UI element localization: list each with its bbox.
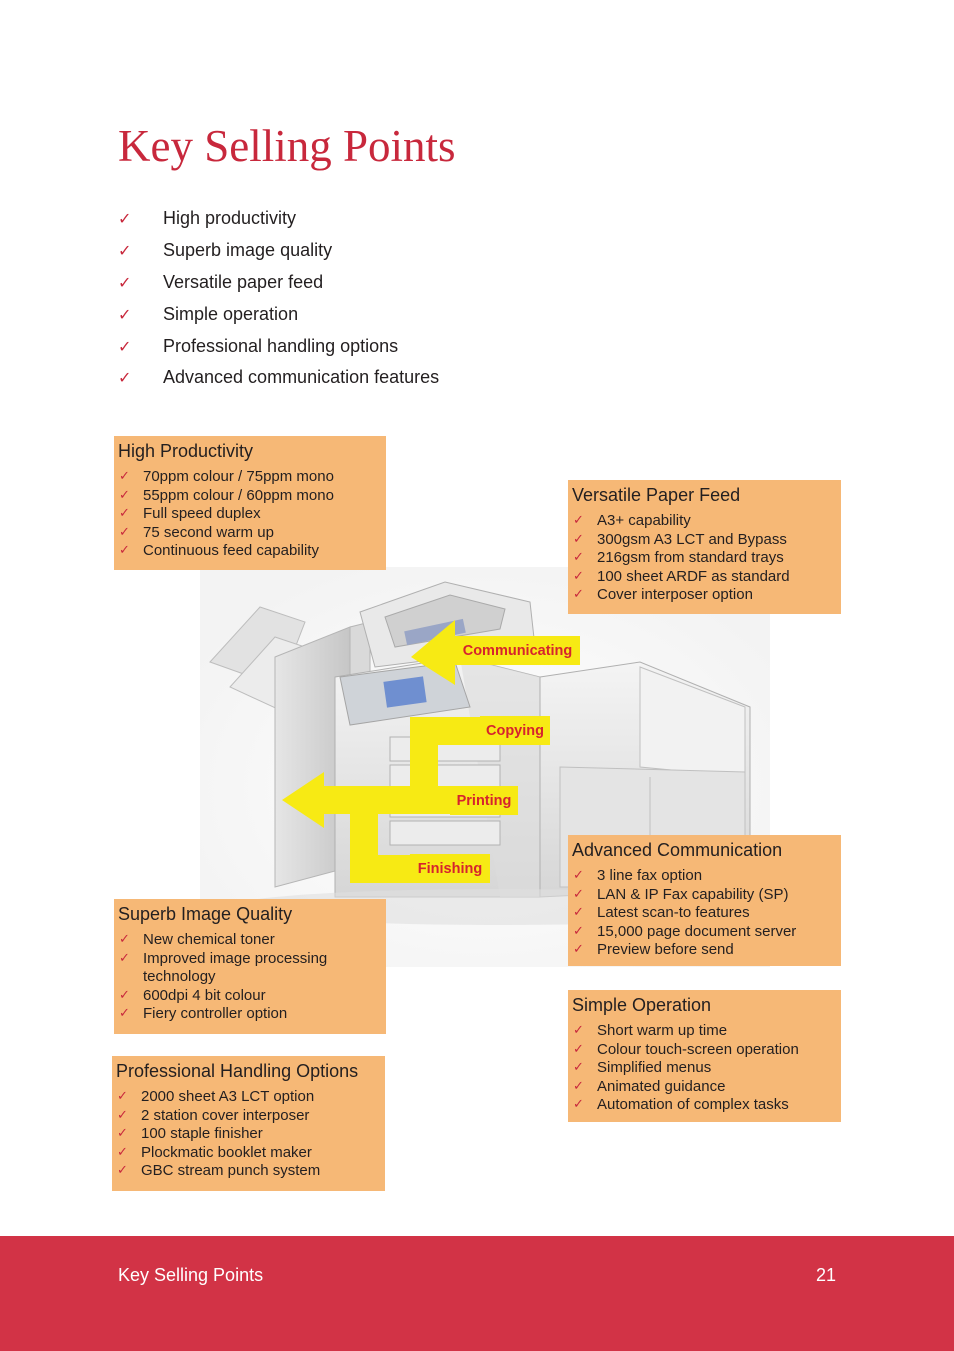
list-item: ✓2 station cover interposer: [117, 1106, 310, 1124]
list-item: ✓2000 sheet A3 LCT option: [117, 1088, 315, 1105]
box-heading: Simple Operation: [572, 995, 712, 1015]
page-title: Key Selling Points: [118, 121, 456, 171]
list-item: ✓Simplified menus: [573, 1059, 712, 1076]
check-icon: ✓: [573, 905, 584, 920]
box-heading: Versatile Paper Feed: [572, 485, 741, 505]
check-icon: ✓: [119, 1006, 130, 1021]
key-point-item: ✓ Professional handling options: [118, 330, 439, 362]
check-icon: ✓: [118, 209, 132, 229]
list-item: ✓New chemical toner: [119, 931, 275, 948]
key-points-list: ✓ High productivity ✓ Superb image quality…: [118, 203, 439, 394]
check-icon: ✓: [117, 1144, 128, 1160]
check-icon: ✓: [119, 487, 130, 503]
check-icon: ✓: [119, 932, 130, 947]
footer-section-label: Key Selling Points: [118, 1265, 264, 1285]
check-icon: ✓: [573, 886, 584, 902]
check-icon: ✓: [573, 587, 584, 602]
check-icon: ✓: [119, 524, 130, 540]
list-item: ✓LAN & IP Fax capability (SP): [573, 885, 789, 903]
list-item: ✓Latest scan-to features: [573, 904, 750, 921]
check-icon: ✓: [119, 506, 130, 521]
printing-label: Printing: [450, 786, 518, 815]
versatile-paper-feed-box: Versatile Paper Feed ✓A3+ capability ✓30…: [568, 480, 841, 614]
professional-handling-box: Professional Handling Options ✓2000 shee…: [112, 1056, 385, 1191]
key-point-item: ✓ Simple operation: [118, 298, 439, 330]
key-point-text: Versatile paper feed: [163, 271, 324, 292]
check-icon: ✓: [573, 1023, 584, 1038]
list-item: ✓70ppm colour / 75ppm mono: [119, 468, 334, 485]
check-icon: ✓: [117, 1126, 128, 1141]
check-icon: ✓: [119, 987, 130, 1003]
high-productivity-box: High Productivity ✓70ppm colour / 75ppm …: [114, 436, 386, 570]
printer-photo: [200, 567, 770, 967]
list-item: ✓15,000 page document server: [573, 922, 797, 940]
list-item: ✓Automation of complex tasks: [573, 1096, 789, 1113]
list-item: ✓Cover interposer option: [573, 586, 753, 603]
list-item: ✓216gsm from standard trays: [573, 549, 784, 566]
check-icon: ✓: [119, 543, 130, 558]
list-item: ✓Colour touch-screen operation: [573, 1040, 799, 1058]
list-item: ✓Short warm up time: [573, 1022, 728, 1039]
key-point-item: ✓ High productivity: [118, 203, 439, 235]
simple-operation-box: Simple Operation ✓Short warm up time ✓Co…: [568, 990, 841, 1122]
check-icon: ✓: [573, 513, 584, 528]
check-icon: ✓: [117, 1163, 128, 1178]
key-point-text: Advanced communication features: [163, 367, 440, 388]
check-icon: ✓: [118, 336, 132, 356]
check-icon: ✓: [118, 241, 132, 261]
check-icon: ✓: [573, 923, 584, 939]
list-item: ✓75 second warm up: [119, 523, 274, 541]
finishing-label: Finishing: [410, 854, 490, 883]
list-item: ✓3 line fax option: [573, 867, 703, 884]
check-icon: ✓: [573, 1060, 584, 1075]
printer-illustration: [200, 567, 770, 967]
list-item: ✓100 sheet ARDF as standard: [573, 567, 790, 585]
check-icon: ✓: [119, 950, 130, 966]
box-heading: High Productivity: [118, 441, 254, 461]
check-icon: ✓: [573, 868, 584, 883]
key-point-item: ✓ Advanced communication features: [118, 362, 439, 394]
superb-image-quality-box: Superb Image Quality ✓New chemical toner…: [114, 899, 386, 1034]
key-point-text: Professional handling options: [163, 335, 399, 356]
key-point-item: ✓ Superb image quality: [118, 235, 439, 267]
check-icon: ✓: [118, 304, 132, 324]
check-icon: ✓: [573, 1097, 584, 1112]
check-icon: ✓: [573, 550, 584, 565]
check-icon: ✓: [573, 942, 584, 957]
check-icon: ✓: [573, 568, 584, 584]
list-item: ✓Fiery controller option: [119, 1005, 288, 1022]
list-item: ✓Plockmatic booklet maker: [117, 1143, 312, 1161]
list-item: ✓Preview before send: [573, 941, 734, 958]
check-icon: ✓: [117, 1107, 128, 1123]
list-item: ✓Continuous feed capability: [119, 542, 319, 559]
box-heading: Advanced Communication: [572, 840, 783, 860]
advanced-communication-box: Advanced Communication ✓3 line fax optio…: [568, 835, 841, 966]
check-icon: ✓: [119, 469, 130, 484]
list-item: ✓100 staple finisher: [117, 1125, 263, 1142]
key-point-text: High productivity: [163, 208, 297, 229]
check-icon: ✓: [573, 1041, 584, 1057]
check-icon: ✓: [118, 368, 132, 388]
key-point-text: Superb image quality: [163, 240, 333, 261]
page-number: 21: [815, 1265, 836, 1285]
copying-label: Copying: [480, 716, 550, 745]
communicating-label: Communicating: [455, 636, 580, 665]
list-item: ✓GBC stream punch system: [117, 1162, 321, 1179]
check-icon: ✓: [573, 1078, 584, 1094]
list-item: ✓A3+ capability: [573, 512, 691, 529]
box-heading: Professional Handling Options: [116, 1061, 359, 1081]
list-item: ✓300gsm A3 LCT and Bypass: [573, 530, 787, 548]
key-point-item: ✓ Versatile paper feed: [118, 267, 439, 299]
list-item: ✓55ppm colour / 60ppm mono: [119, 486, 334, 504]
page-footer: [0, 1236, 954, 1351]
check-icon: ✓: [118, 272, 132, 292]
list-item: ✓600dpi 4 bit colour: [119, 986, 266, 1004]
key-point-text: Simple operation: [163, 303, 299, 324]
list-item: ✓Full speed duplex: [119, 505, 261, 522]
list-item: ✓Animated guidance: [573, 1077, 726, 1095]
box-heading: Superb Image Quality: [118, 904, 293, 924]
check-icon: ✓: [117, 1089, 128, 1104]
list-item: ✓Improved image processing technology: [119, 949, 328, 986]
check-icon: ✓: [573, 531, 584, 547]
